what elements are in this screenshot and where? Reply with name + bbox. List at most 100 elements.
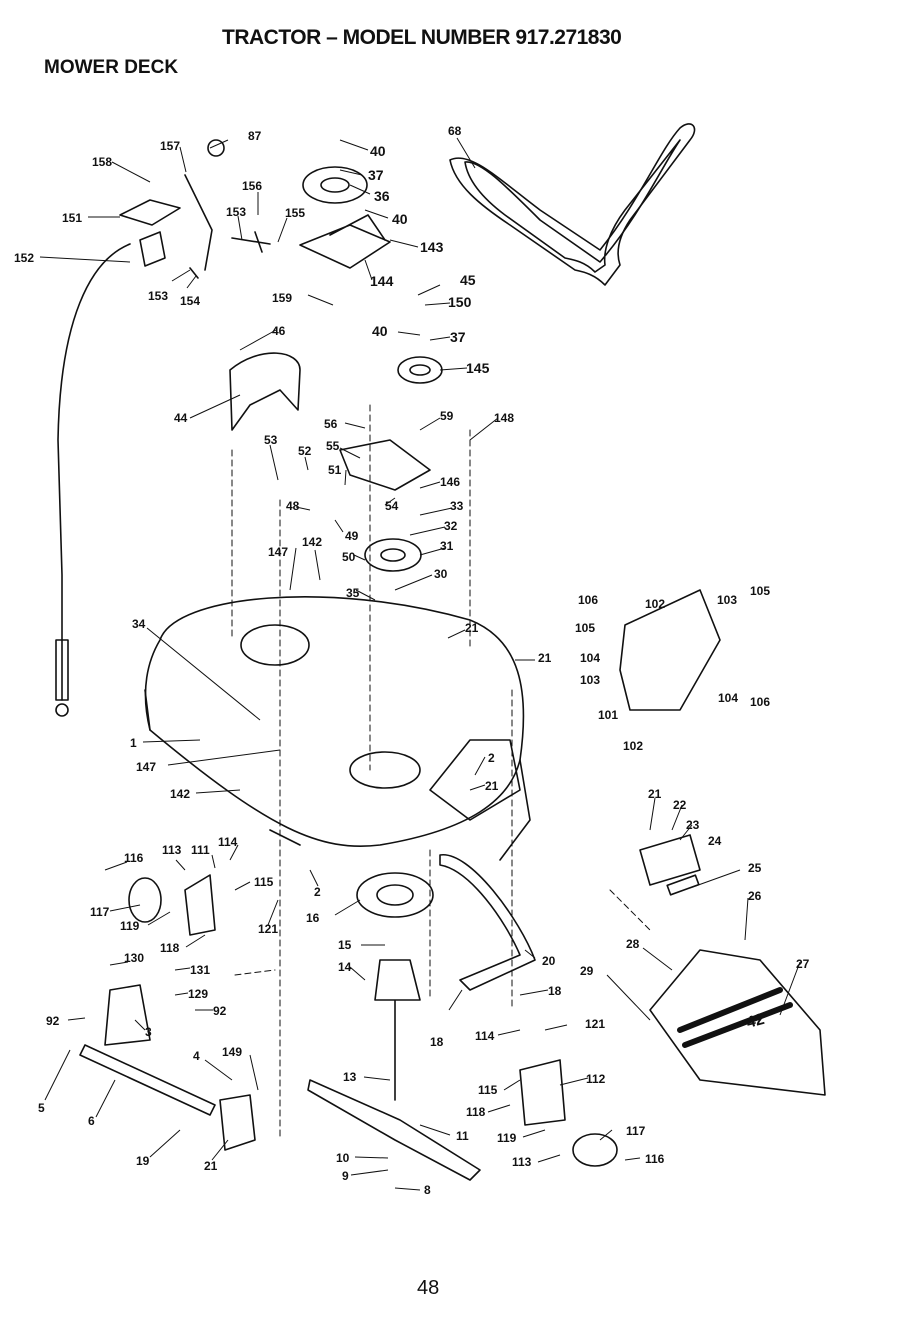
- part-label: 142: [170, 787, 190, 801]
- part-label: 2: [314, 885, 321, 899]
- part-label: 46: [272, 324, 286, 338]
- part-label: 117: [626, 1124, 646, 1138]
- part-label: 21: [648, 787, 662, 801]
- idler-arm: [339, 439, 431, 491]
- front-link: [79, 1044, 216, 1116]
- part-label: 106: [578, 593, 598, 607]
- deck-rim: [144, 689, 531, 861]
- mandrel-housing-inner: [376, 884, 414, 906]
- part-label: 32: [444, 519, 458, 533]
- part-label: 118: [160, 941, 180, 955]
- drive-belt: [449, 123, 696, 286]
- part-label: 159: [272, 291, 292, 305]
- part-label: 26: [748, 889, 762, 903]
- part-label: 11: [456, 1129, 469, 1143]
- part-label: 121: [585, 1017, 605, 1031]
- part-label: 147: [136, 760, 156, 774]
- page-number: 48: [417, 1277, 440, 1299]
- part-label: 114: [475, 1029, 495, 1043]
- part-label: 21: [465, 621, 479, 635]
- part-label: 31: [440, 539, 454, 553]
- part-label: 2: [488, 751, 495, 765]
- part-label: 8: [424, 1183, 431, 1197]
- part-label: 18: [430, 1035, 444, 1049]
- part-label: 45: [460, 272, 476, 288]
- wheel-bracket-left: [184, 874, 216, 936]
- part-label: 153: [226, 205, 246, 219]
- part-label: 157: [160, 139, 180, 153]
- part-label: 30: [434, 567, 448, 581]
- part-label: 147: [268, 545, 288, 559]
- part-label: 87: [248, 129, 262, 143]
- part-label: 34: [132, 617, 146, 631]
- deck-shell: [144, 596, 525, 847]
- discharge-chute: [649, 949, 826, 1096]
- part-label: 114: [218, 835, 238, 849]
- part-label: 21: [204, 1159, 218, 1173]
- part-label: 29: [580, 964, 594, 978]
- lower-pulley: [397, 356, 443, 384]
- part-label: 53: [264, 433, 278, 447]
- part-label: 14: [338, 960, 352, 974]
- part-label: 51: [328, 463, 342, 477]
- center-pulley-hub: [380, 548, 406, 562]
- part-label: 18: [548, 984, 562, 998]
- lift-lever: [184, 174, 213, 279]
- part-label: 36: [374, 188, 390, 204]
- part-label: 115: [254, 875, 274, 889]
- part-label: 116: [645, 1152, 665, 1166]
- part-label: 56: [324, 417, 338, 431]
- cable-end: [55, 703, 69, 717]
- page-title: TRACTOR – MODEL NUMBER 917.271830: [222, 26, 622, 49]
- center-pulley: [364, 538, 422, 572]
- upper-pulley: [302, 166, 368, 204]
- part-label: 104: [580, 651, 600, 665]
- part-label: 9: [342, 1169, 349, 1183]
- part-label: 119: [497, 1131, 517, 1145]
- rear-hanger: [219, 1094, 256, 1151]
- lift-knob: [207, 139, 225, 157]
- cable-spring: [55, 639, 69, 701]
- part-label: 101: [598, 708, 618, 722]
- part-label: 20: [542, 954, 556, 968]
- adjust-cable: [57, 243, 131, 701]
- part-label: 68: [448, 124, 462, 138]
- part-label: 149: [222, 1045, 242, 1059]
- gauge-wheel-left: [128, 877, 162, 923]
- part-label: 113: [512, 1155, 532, 1169]
- lift-bracket: [119, 199, 181, 267]
- part-label: 148: [494, 411, 514, 425]
- part-label: 28: [626, 937, 640, 951]
- part-label: 130: [124, 951, 144, 965]
- deck-spindle-opening: [349, 751, 421, 789]
- part-label: 116: [124, 851, 144, 865]
- part-label: 153: [148, 289, 168, 303]
- part-label: 154: [180, 294, 200, 308]
- part-label: 111: [191, 843, 210, 857]
- spindle-mandrel: [374, 959, 421, 1101]
- part-label: 24: [708, 834, 722, 848]
- chute-decal-text: 42: [745, 1011, 767, 1032]
- part-label: 10: [336, 1151, 350, 1165]
- part-label: 1: [130, 736, 137, 750]
- mower-blade: [307, 1079, 481, 1181]
- phantom-lines: [231, 404, 651, 1141]
- part-label: 118: [466, 1105, 486, 1119]
- part-label: 23: [686, 818, 700, 832]
- part-label: 25: [748, 861, 762, 875]
- part-label: 37: [368, 167, 384, 183]
- part-label: 13: [343, 1070, 357, 1084]
- part-label: 40: [370, 143, 386, 159]
- part-label: 40: [392, 211, 408, 227]
- upper-pulley-hub: [320, 177, 350, 193]
- part-label: 151: [62, 211, 82, 225]
- part-label: 104: [718, 691, 738, 705]
- part-label: 37: [450, 329, 466, 345]
- part-label: 6: [88, 1114, 95, 1128]
- part-label: 155: [285, 206, 305, 220]
- part-label: 21: [485, 779, 499, 793]
- part-label: 54: [385, 499, 399, 513]
- section-title: MOWER DECK: [44, 57, 179, 78]
- deflector-shield: [619, 589, 721, 711]
- pivot-bolt: [231, 231, 271, 253]
